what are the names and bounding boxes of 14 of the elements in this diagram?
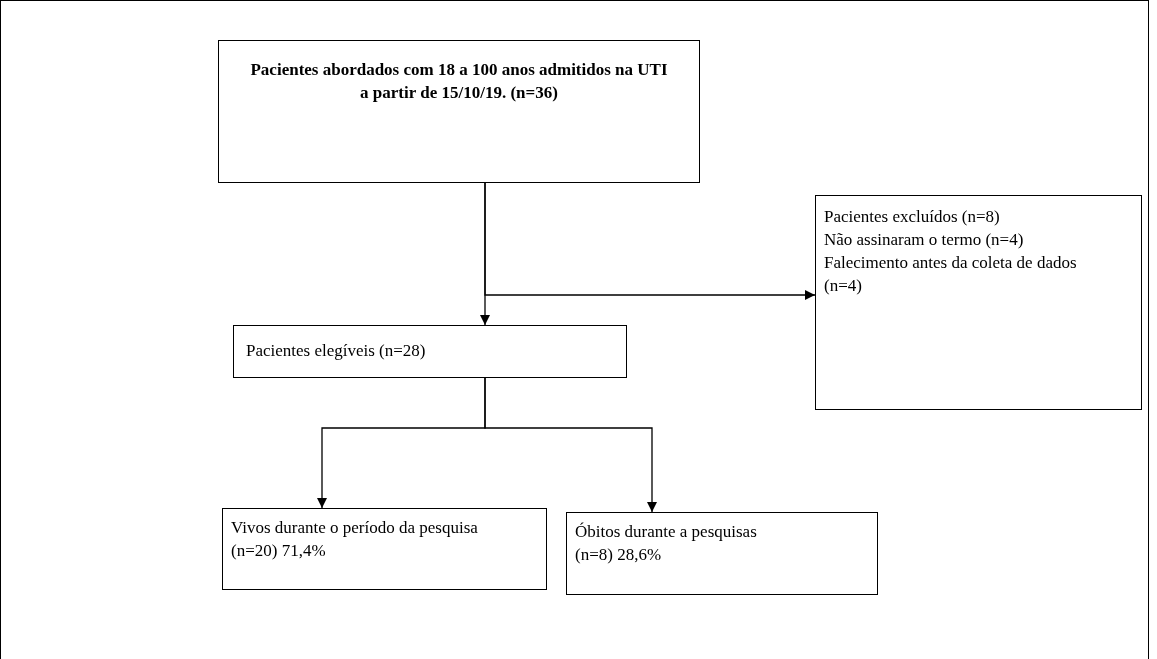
process-box (815, 195, 1142, 410)
box-text: Não assinaram o termo (n=4) (824, 228, 1024, 251)
box-text: Pacientes elegíveis (n=28) (246, 340, 426, 363)
arrow (484, 377, 658, 513)
process-box (218, 40, 700, 183)
box-text: Falecimento antes da coleta de dados (n=4) (824, 251, 1078, 297)
process-box (222, 508, 547, 590)
process-box (233, 325, 627, 378)
process-box (566, 512, 878, 595)
arrow (484, 182, 816, 301)
box-text: Pacientes excluídos (n=8) (824, 206, 1000, 228)
box-text: Óbitos durante a pesquisas (n=8) 28,6% (575, 521, 758, 566)
box-text: Pacientes abordados com 18 a 100 anos admitidos na UTI a partir de 15/10/19. (n=36) (249, 59, 669, 104)
box-text: Vivos durante o período da pesquisa (n=20) 71,4% (231, 517, 479, 562)
